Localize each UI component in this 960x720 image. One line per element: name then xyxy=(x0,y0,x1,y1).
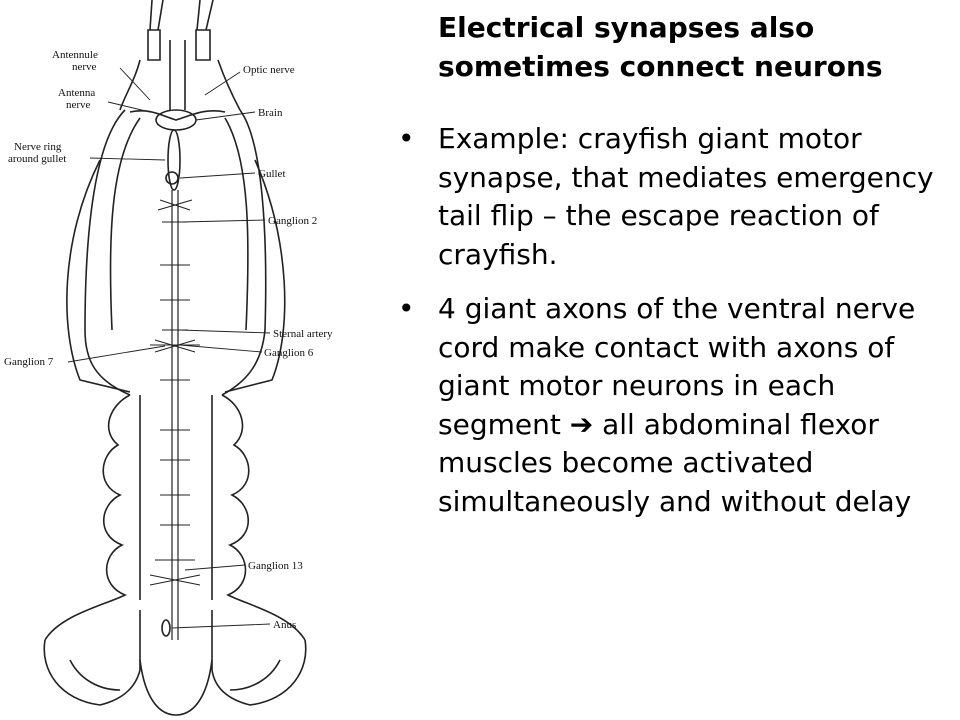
label-ganglion-7: Ganglion 7 xyxy=(4,356,54,368)
abdomen-left xyxy=(44,394,131,641)
label-antenna-nerve-line1: Antenna xyxy=(58,87,95,99)
carapace-right xyxy=(221,109,267,396)
label-nerve-ring-line2: around gullet xyxy=(8,153,66,165)
telson xyxy=(139,659,213,716)
antenna-bases xyxy=(147,29,211,61)
bullet-text-giant-axons-post: all abdominal flexor muscles become acti… xyxy=(438,407,912,518)
label-ganglion-13: Ganglion 13 xyxy=(248,560,303,572)
nerve-ring xyxy=(167,129,181,191)
carapace-left xyxy=(84,109,131,396)
label-nerve-ring-line1: Nerve ring xyxy=(14,141,62,153)
tail-fan-left xyxy=(43,610,141,706)
bullet-marker: • xyxy=(398,122,415,155)
label-anus: Anus xyxy=(273,619,296,631)
bullet-text-example: Example: crayfish giant motor synapse, t… xyxy=(438,122,934,271)
slide-title: Electrical synapses also sometimes conne… xyxy=(438,11,883,83)
label-antenna-nerve-line2: nerve xyxy=(66,99,91,111)
bullet-item-example: • Example: crayfish giant motor synapse,… xyxy=(398,120,956,274)
gullet xyxy=(165,171,179,185)
bullet-text-giant-axons-pre: 4 giant axons of the ventral nerve cord … xyxy=(438,292,916,441)
label-ganglion-6: Ganglion 6 xyxy=(264,347,314,359)
crayfish-nervous-system-diagram: Antennule nerve Antenna nerve Nerve ring… xyxy=(0,0,380,720)
bullet-marker: • xyxy=(398,292,415,325)
ventral-nerve-cord xyxy=(171,190,179,640)
label-brain: Brain xyxy=(258,107,283,119)
bullet-item-giant-axons: • 4 giant axons of the ventral nerve cor… xyxy=(398,290,956,521)
antenna-stalks xyxy=(149,0,214,31)
tail-fan-right xyxy=(211,610,307,706)
crayfish-diagram-svg: Antennule nerve Antenna nerve Nerve ring… xyxy=(4,0,333,716)
label-antennule-nerve-line2: nerve xyxy=(72,61,97,73)
abdomen-right xyxy=(221,394,306,641)
right-arrow-icon: ➔ xyxy=(569,407,594,441)
bullet-list: • Example: crayfish giant motor synapse,… xyxy=(398,120,956,537)
label-antennule-nerve-line1: Antennule xyxy=(52,49,98,61)
label-gullet: Gullet xyxy=(258,168,286,180)
label-optic-nerve: Optic nerve xyxy=(243,64,295,76)
label-sternal-artery: Sternal artery xyxy=(273,328,333,340)
antennule-stems xyxy=(169,40,186,110)
anus xyxy=(161,619,171,637)
label-ganglion-2: Ganglion 2 xyxy=(268,215,317,227)
